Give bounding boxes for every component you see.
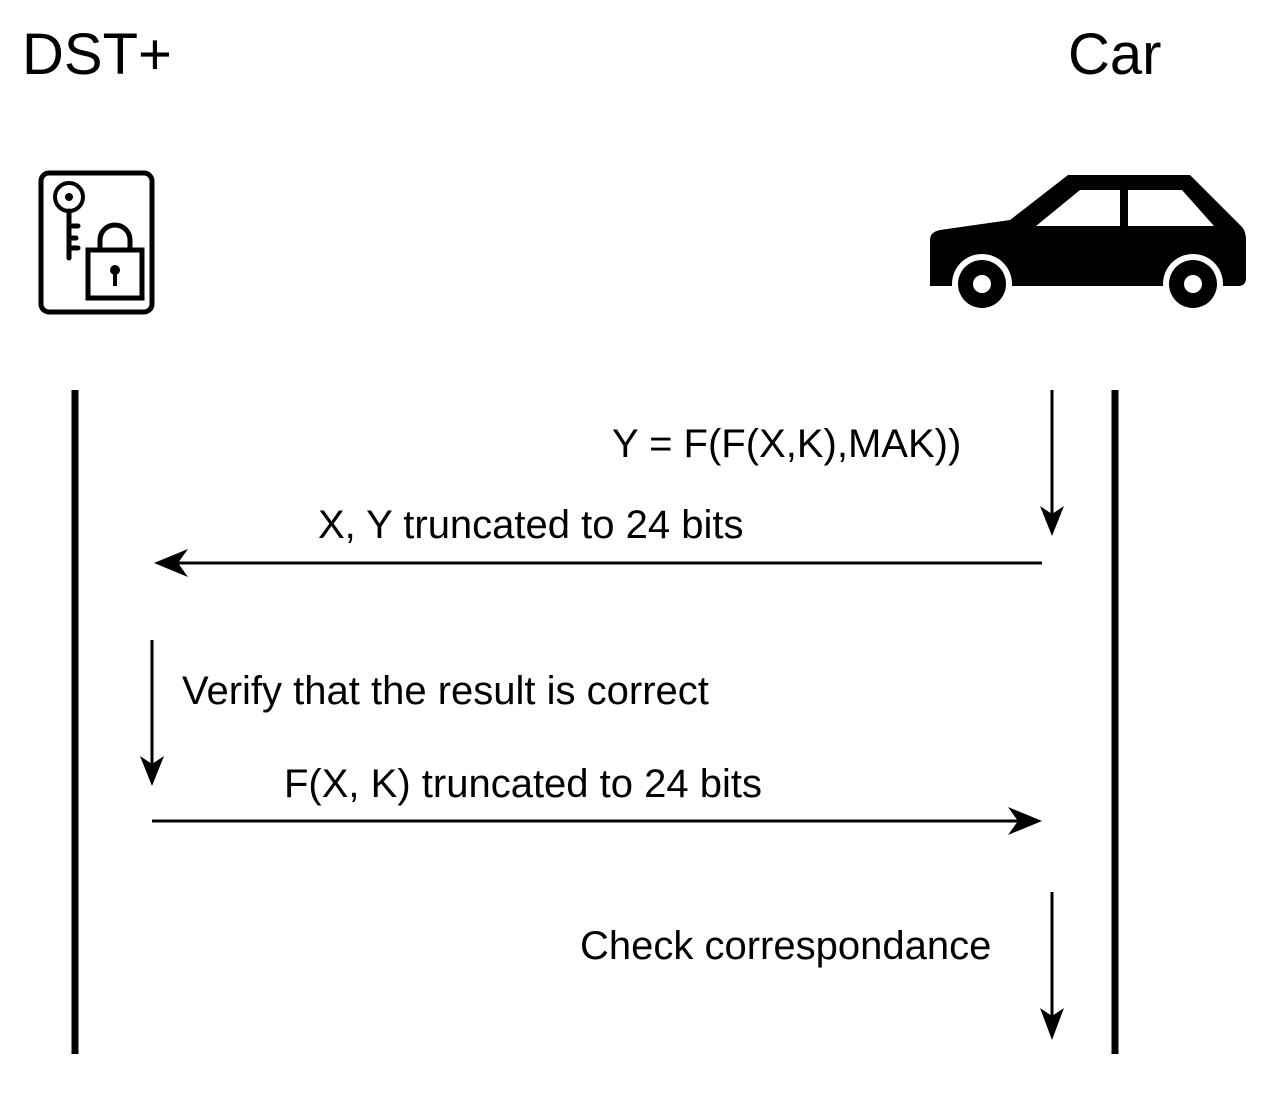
arrow-verify [140, 640, 164, 786]
label-send-xy: X, Y truncated to 24 bits [318, 503, 744, 547]
participant-title-dst: DST+ [22, 22, 172, 87]
label-verify: Verify that the result is correct [182, 669, 709, 713]
arrow-send-xy [154, 549, 1042, 577]
label-check: Check correspondance [580, 924, 992, 968]
label-compute-y: Y = F(F(X,K),MAK)) [612, 422, 962, 466]
key-lock-card-icon [38, 170, 155, 315]
car-icon [930, 175, 1246, 314]
label-send-fxk: F(X, K) truncated to 24 bits [284, 762, 762, 806]
arrow-send-fxk [152, 807, 1042, 835]
participant-title-car: Car [1068, 22, 1162, 87]
arrow-compute-y [1040, 390, 1064, 536]
arrow-check [1040, 892, 1064, 1040]
